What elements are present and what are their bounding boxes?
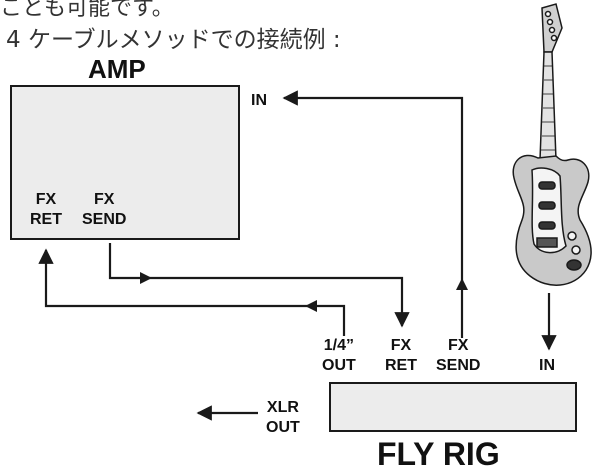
arrow-up-send xyxy=(456,278,468,290)
fly-rig-title: FLY RIG xyxy=(377,436,500,472)
fly-rig-fx-send-label: FX SEND xyxy=(436,336,480,376)
fly-rig-out-label: 1/4” OUT xyxy=(322,336,356,376)
arrow-right-send xyxy=(140,272,152,284)
amp-fx-send-to-fly-ret-cable xyxy=(108,243,410,328)
fly-rig-fx-ret-label: FX RET xyxy=(385,336,417,376)
fly-rig-fx-send-line1: FX xyxy=(448,337,469,354)
fly-rig-out-line2: OUT xyxy=(322,357,356,374)
arrow-left-out xyxy=(305,300,317,312)
amp-box xyxy=(10,85,240,240)
diagram-caption: 4 ケーブルメソッドでの接続例 : xyxy=(6,27,341,53)
amp-fx-send-line1: FX xyxy=(94,191,115,208)
amp-fx-ret-line1: FX xyxy=(35,191,57,208)
fly-rig-in-label: IN xyxy=(539,357,555,374)
fly-rig-fx-send-line2: SEND xyxy=(436,357,481,374)
amp-fx-ret-label: FX RET xyxy=(30,190,62,230)
amp-in-label: IN xyxy=(251,92,267,109)
header-fragment: ことも可能です。 xyxy=(0,0,174,21)
fly-rig-fx-ret-line2: RET xyxy=(385,357,417,374)
fly-rig-xlr-line1: XLR xyxy=(266,399,299,416)
amp-fx-send-line2: SEND xyxy=(82,211,127,228)
fly-out-to-amp-fx-ret-cable xyxy=(38,248,346,336)
fly-rig-box xyxy=(329,382,577,432)
fly-rig-xlr-line2: OUT xyxy=(266,419,300,436)
fly-rig-out-line1: 1/4” xyxy=(323,337,355,354)
electric-guitar-icon xyxy=(512,3,592,286)
fly-rig-fx-ret-line1: FX xyxy=(390,337,412,354)
fx-send-to-amp-in-cable xyxy=(282,90,464,338)
fly-rig-xlr-out-label: XLR OUT xyxy=(266,398,300,438)
amp-title: AMP xyxy=(88,54,146,84)
amp-fx-ret-line2: RET xyxy=(30,211,62,228)
amp-fx-send-label: FX SEND xyxy=(82,190,126,230)
